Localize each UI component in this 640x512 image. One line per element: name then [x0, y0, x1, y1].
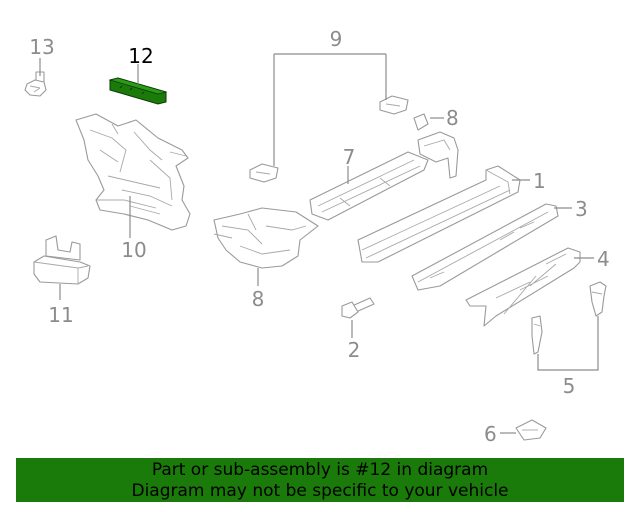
leader-lines	[39, 53, 599, 434]
callout-2[interactable]: 2	[348, 338, 361, 362]
info-banner: Part or sub-assembly is #12 in diagram D…	[16, 458, 624, 502]
part-8-lower-shield[interactable]	[213, 207, 319, 269]
banner-line-2: Diagram may not be specific to your vehi…	[131, 481, 509, 501]
callout-3[interactable]: 3	[575, 197, 588, 221]
banner-line-1: Part or sub-assembly is #12 in diagram	[151, 460, 489, 480]
part-5-bracket-right[interactable]	[589, 281, 607, 317]
part-9-clip-left[interactable]	[249, 163, 279, 183]
callout-6[interactable]: 6	[484, 422, 497, 446]
callout-4[interactable]: 4	[597, 247, 610, 271]
callout-7[interactable]: 7	[343, 145, 356, 169]
callout-9[interactable]: 9	[330, 27, 343, 51]
part-11-mount-block[interactable]	[33, 235, 91, 285]
part-12-bracket-highlighted[interactable]	[108, 77, 168, 105]
part-4-bracket[interactable]	[465, 247, 581, 327]
part-5-bracket-left[interactable]	[531, 315, 543, 355]
callout-1[interactable]: 1	[533, 169, 546, 193]
callout-11[interactable]: 11	[48, 303, 73, 327]
part-8-upper-bracket[interactable]	[413, 113, 459, 179]
part-3-reinforcement[interactable]	[411, 203, 559, 291]
callout-5[interactable]: 5	[563, 374, 576, 398]
callout-13[interactable]: 13	[29, 35, 54, 59]
part-7-plate[interactable]	[309, 151, 429, 221]
callout-10[interactable]: 10	[121, 238, 146, 262]
callout-labels: 13 12 9 8 7 1 3 4 10 8 11 2 5 6	[29, 27, 609, 446]
callout-8-upper[interactable]: 8	[446, 106, 459, 130]
part-9-clip-right[interactable]	[379, 95, 409, 115]
callout-12[interactable]: 12	[128, 44, 153, 68]
part-2-bolt[interactable]	[341, 297, 375, 319]
part-10-support-bracket[interactable]	[75, 113, 191, 231]
part-6-clip[interactable]	[515, 419, 547, 441]
callout-8-lower[interactable]: 8	[252, 287, 265, 311]
part-13-bolt[interactable]	[24, 71, 47, 97]
